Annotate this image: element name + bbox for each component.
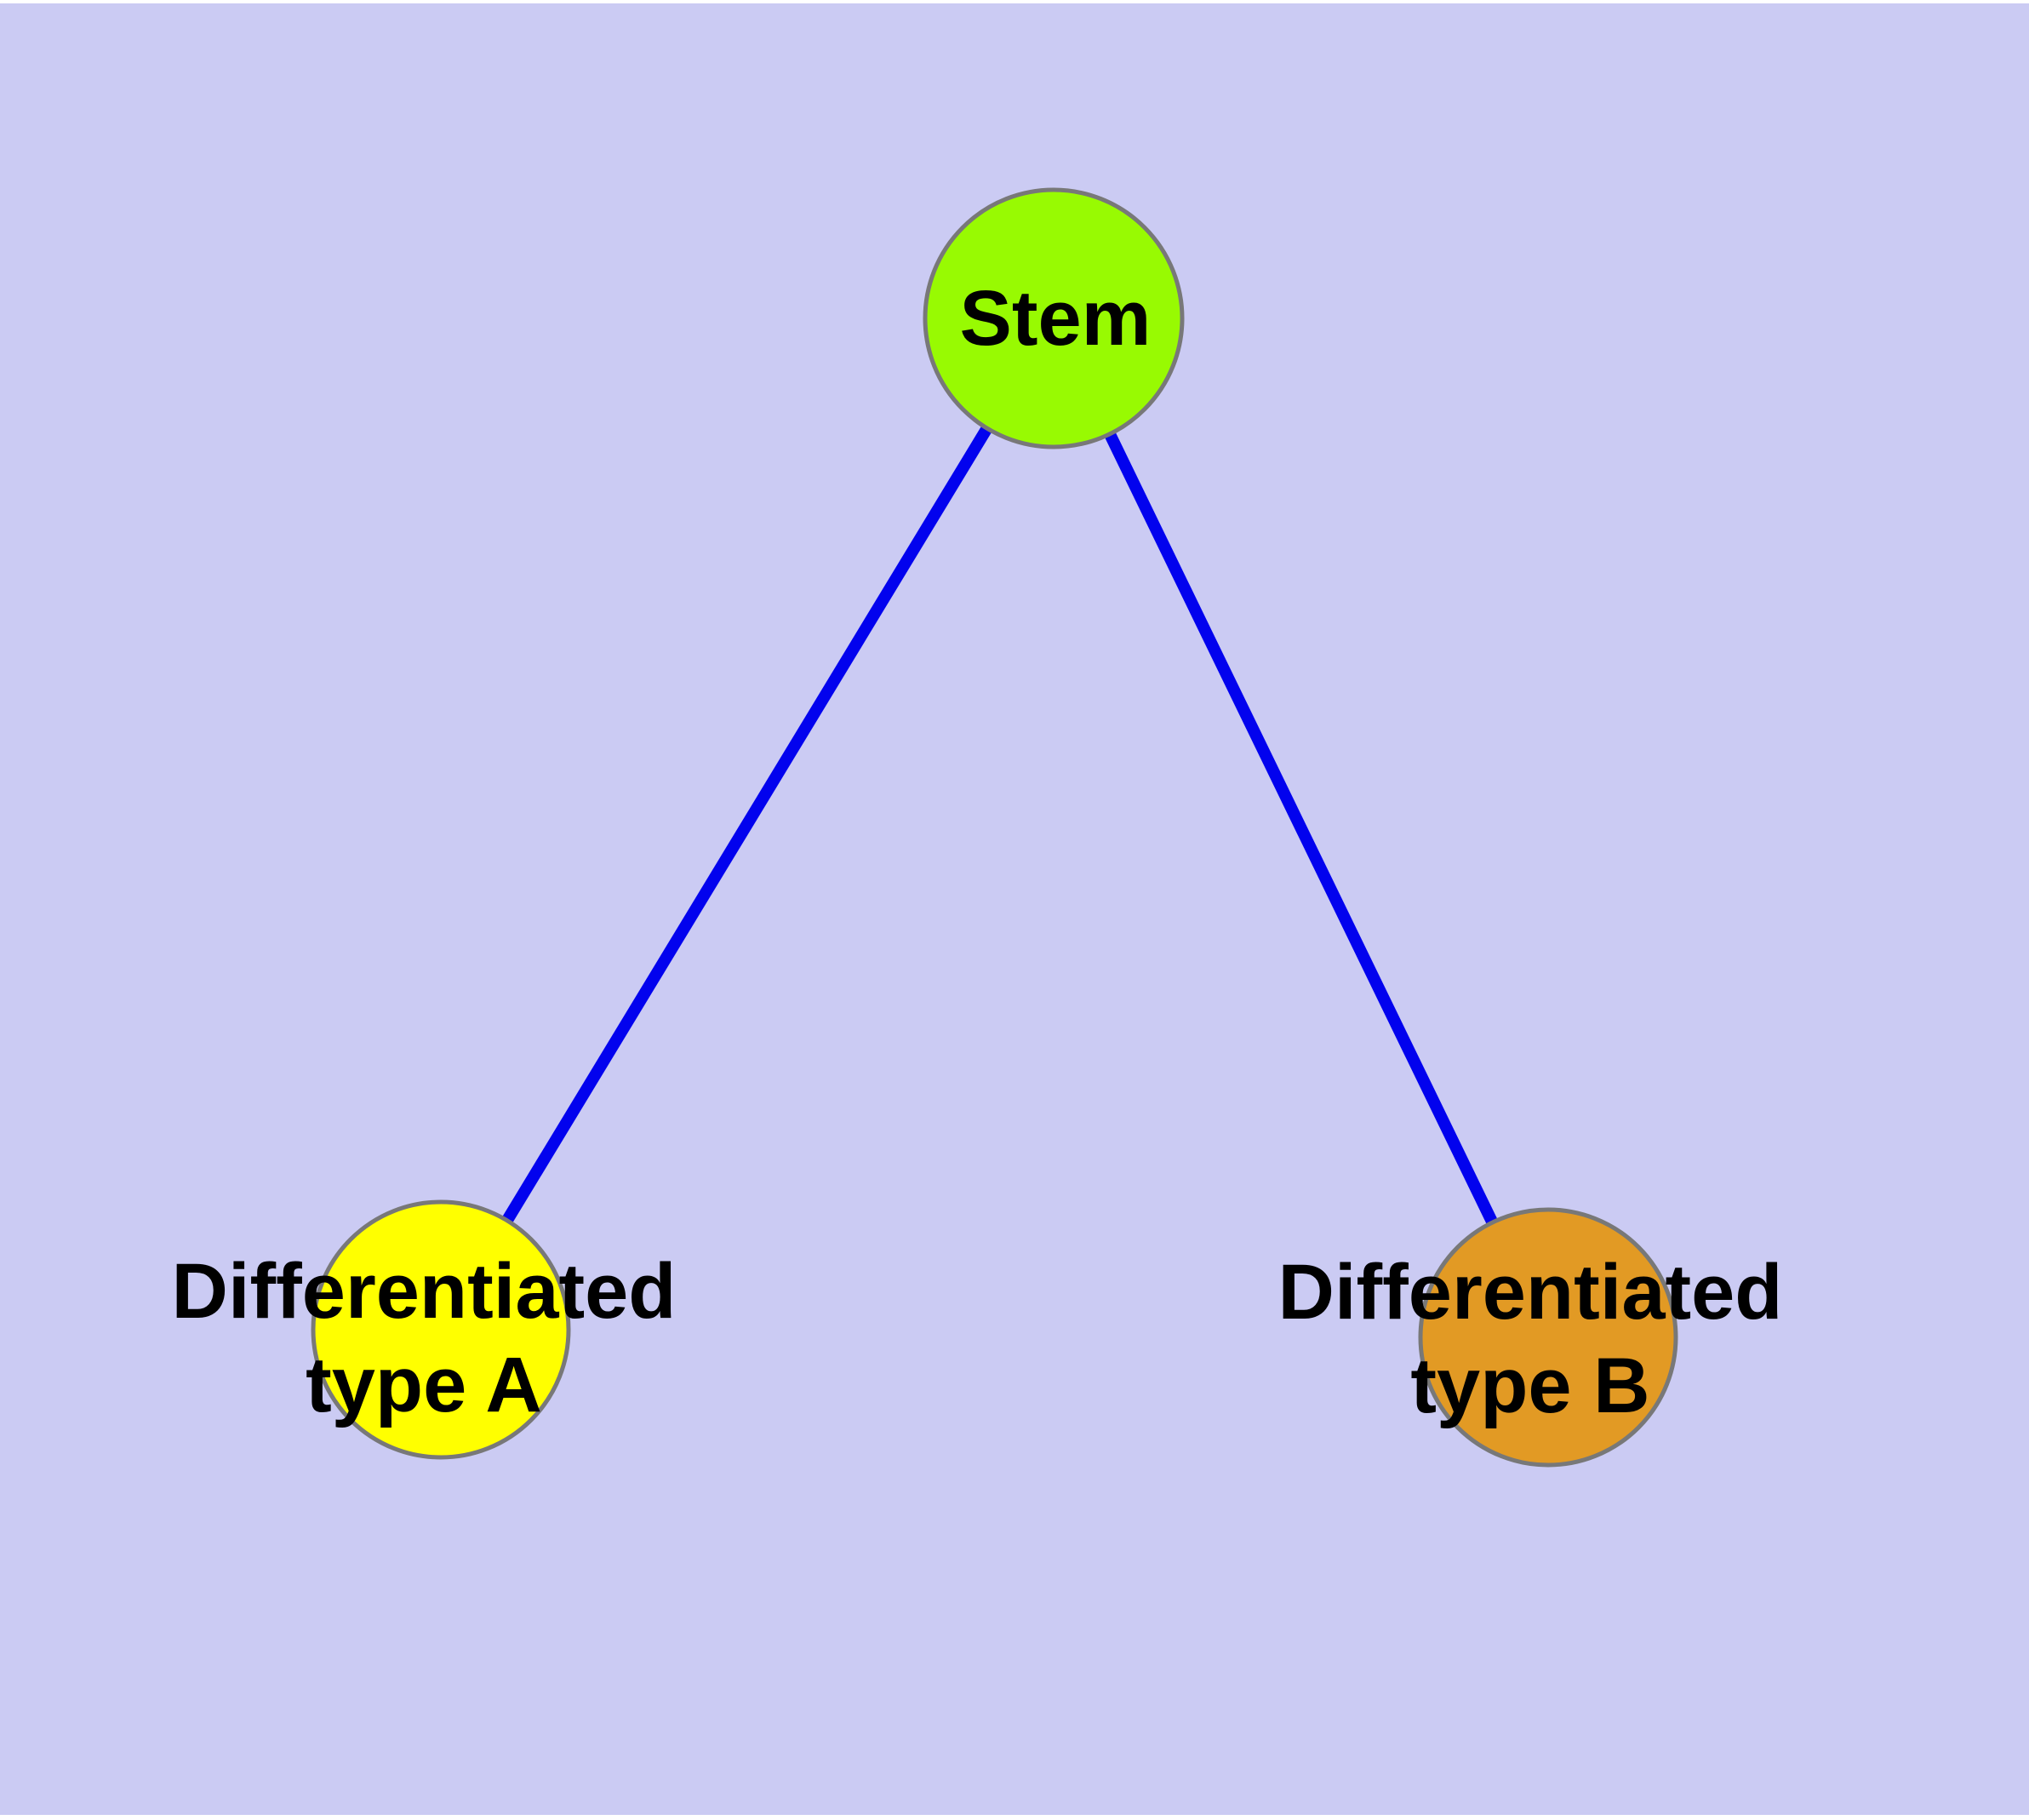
edge-stem-to-diff-a xyxy=(436,315,1059,1333)
node-stem xyxy=(923,187,1185,449)
node-diff-a xyxy=(311,1199,571,1460)
edge-stem-to-diff-b xyxy=(1048,315,1554,1341)
node-label-diff-b-line-2: type B xyxy=(1410,1342,1649,1429)
node-label-stem: Stem xyxy=(960,275,1152,362)
node-diff-b xyxy=(1418,1207,1678,1468)
nodes-layer xyxy=(311,187,1678,1468)
node-label-diff-a-line-2: type A xyxy=(306,1342,542,1428)
node-label-stem-line-1: Stem xyxy=(960,275,1152,362)
edges-layer xyxy=(436,315,1554,1341)
node-label-diff-a-line-1: Differentiated xyxy=(172,1248,677,1335)
node-label-diff-b-line-1: Differentiated xyxy=(1278,1249,1783,1336)
